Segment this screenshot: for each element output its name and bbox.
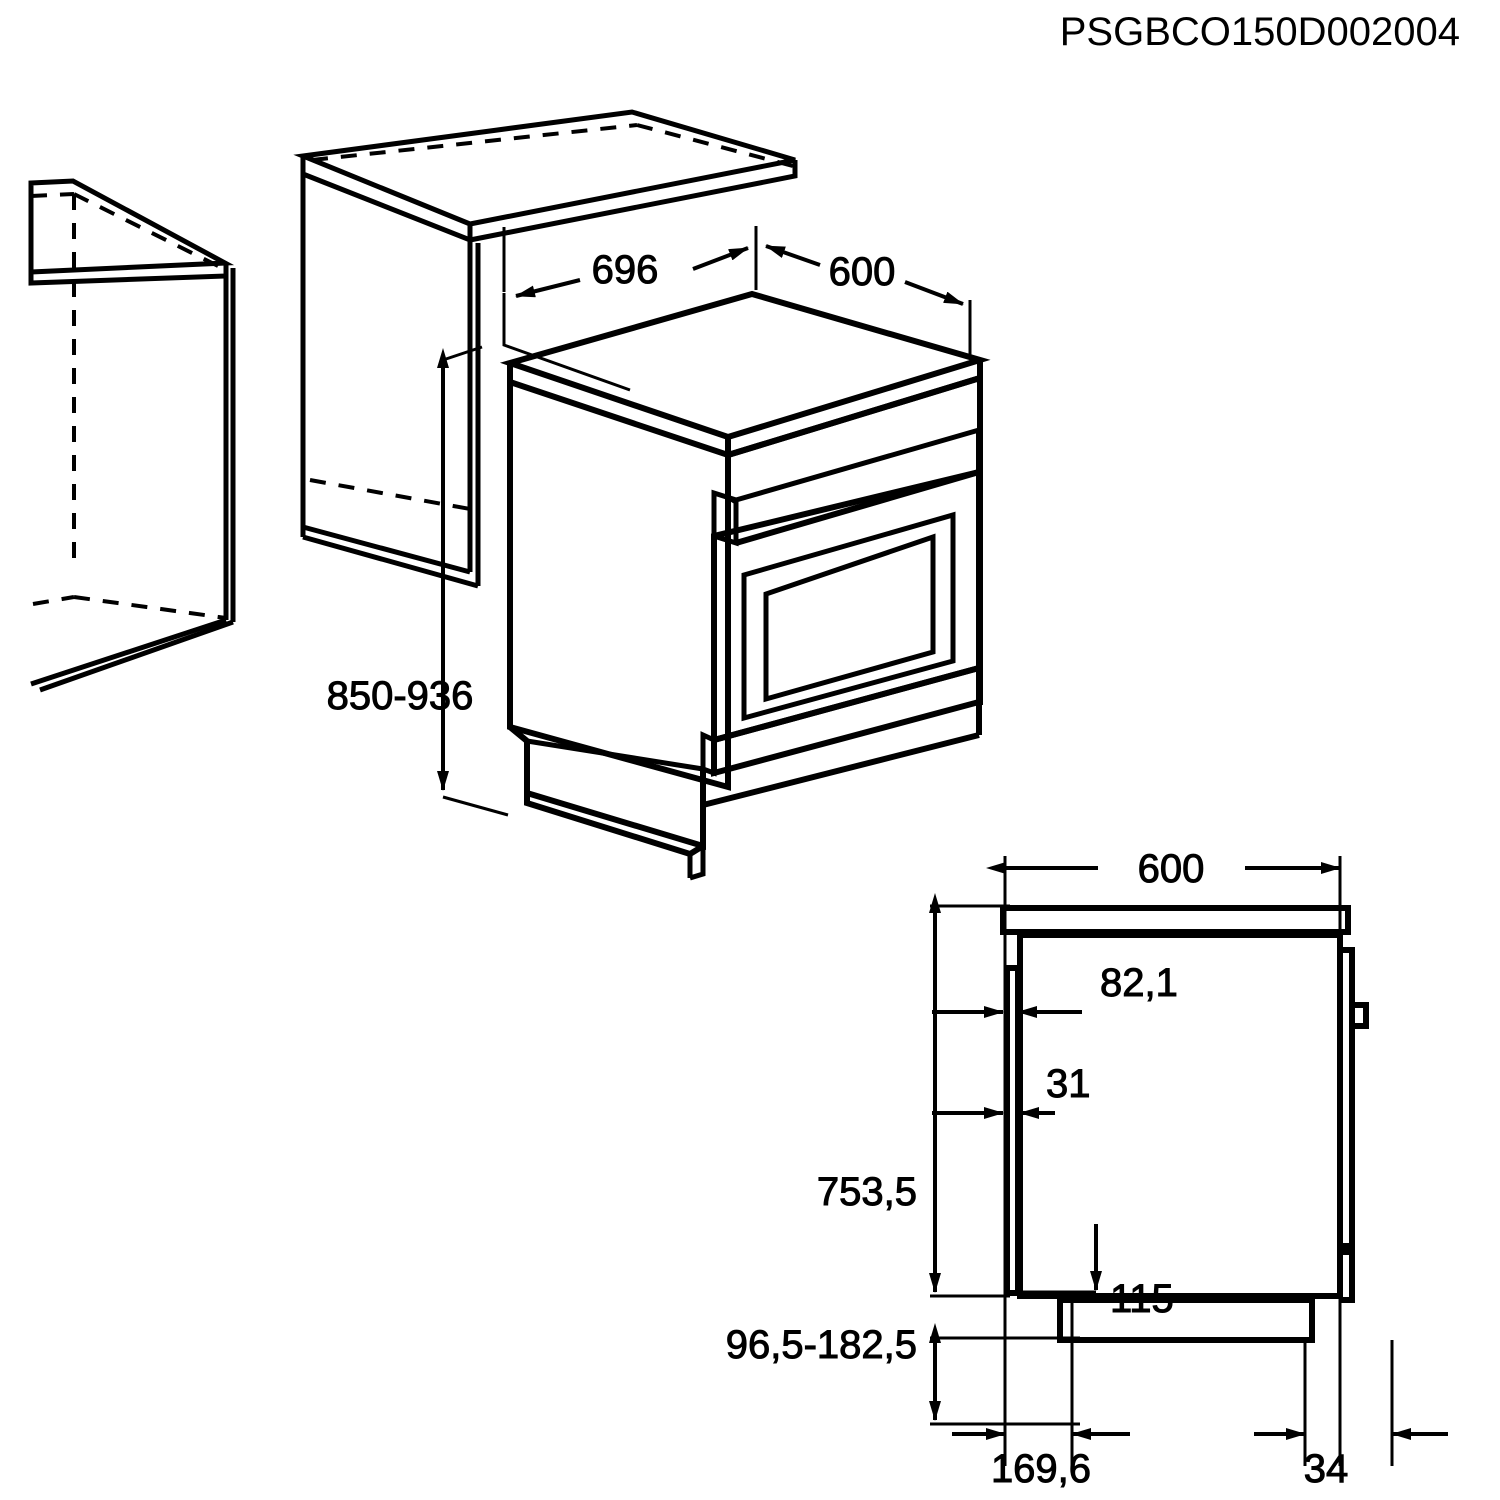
dim-label-side-115: 115 (1110, 1277, 1174, 1321)
dim-iso-height-850-936: 850-936 (326, 345, 509, 817)
dim-label-iso-depth: 696 (592, 248, 659, 292)
dim-label-side-plinth-height: 96,5-182,5 (726, 1323, 917, 1367)
isometric-installation-view: 696 600 850-936 (28, 109, 991, 881)
dim-label-side-34: 34 (1304, 1447, 1349, 1491)
dim-side-34: 34 (1254, 1428, 1448, 1492)
side-section-view: 600 82,1 31 753,5 (725, 847, 1448, 1492)
dim-side-width-600: 600 (986, 847, 1342, 908)
dim-label-side-width: 600 (1138, 847, 1205, 891)
dim-side-plinth-96-5-182-5: 96,5-182,5 (725, 1323, 941, 1421)
dim-label-side-169-6: 169,6 (991, 1447, 1091, 1491)
side-extension-lines (930, 856, 1394, 1466)
dim-side-115: 115 (1018, 1224, 1174, 1322)
dim-side-169-6: 169,6 (952, 1428, 1130, 1492)
dim-label-iso-height: 850-936 (327, 674, 474, 718)
dim-side-31: 31 (932, 1062, 1091, 1119)
dim-iso-depth-696: 696 (502, 226, 758, 392)
dim-iso-width-600: 600 (765, 244, 972, 356)
dim-label-side-height: 753,5 (817, 1170, 917, 1214)
dim-label-side-82-1: 82,1 (1100, 961, 1178, 1005)
dim-side-height-753-5: 753,5 (816, 893, 941, 1293)
left-cabinet-outline (28, 178, 236, 693)
dim-label-iso-width: 600 (829, 250, 896, 294)
side-body-outline (1000, 905, 1369, 1343)
dim-label-side-31: 31 (1046, 1062, 1091, 1106)
dim-side-82-1: 82,1 (932, 961, 1178, 1018)
cooker-isometric-body (499, 290, 991, 881)
drawing-title: PSGBCO150D002004 (1060, 10, 1460, 54)
